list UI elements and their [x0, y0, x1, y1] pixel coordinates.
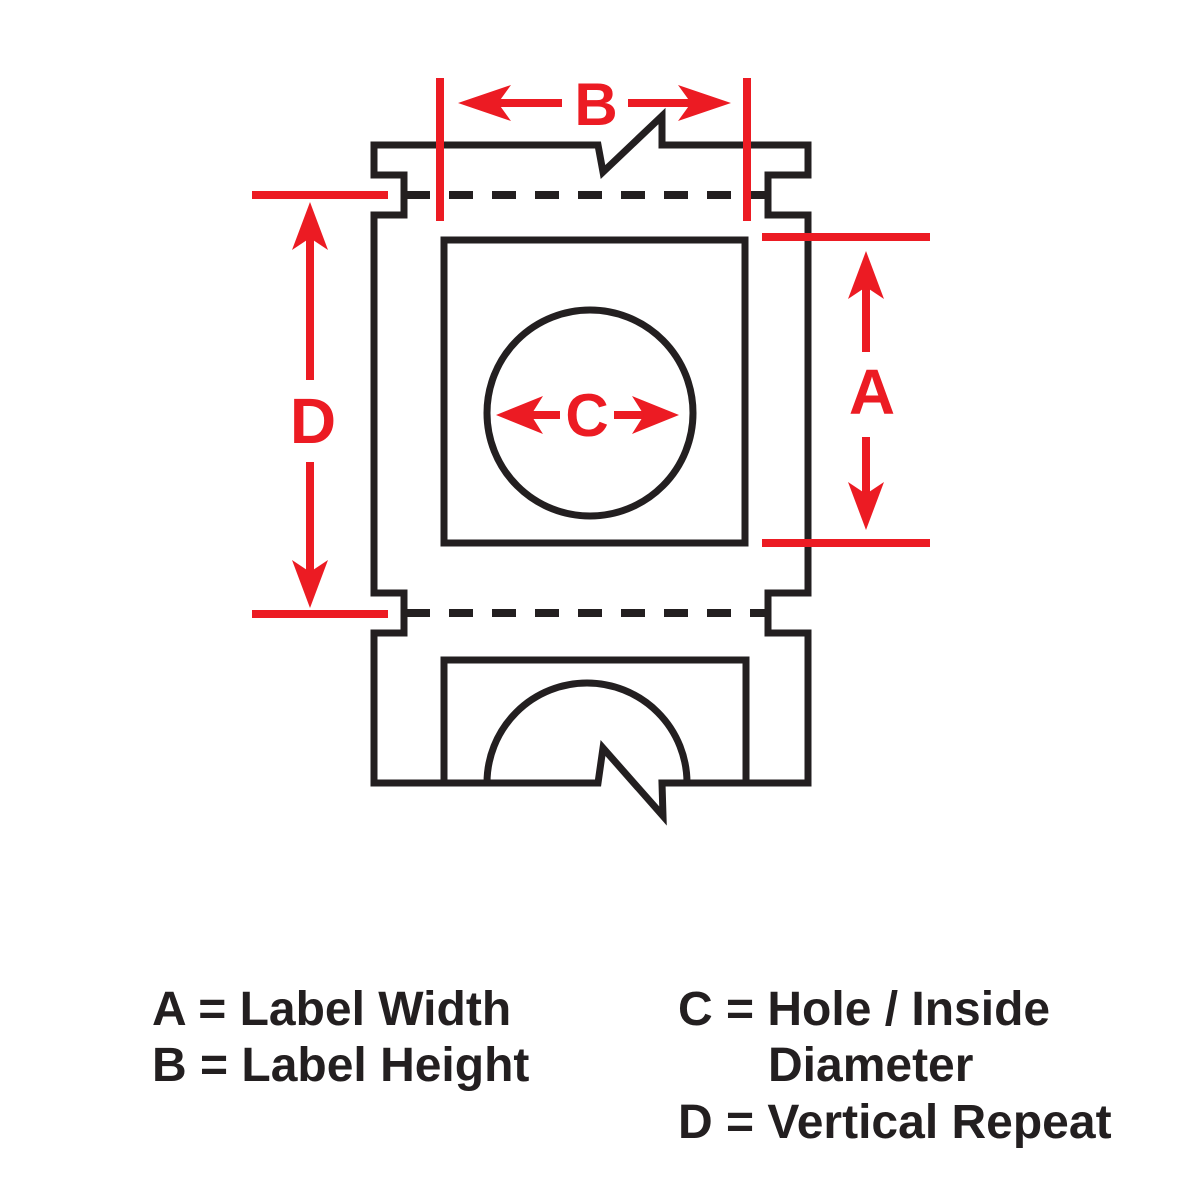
- c-arrowhead-right-icon: [632, 396, 679, 434]
- lower-label-hole-arc: [483, 679, 691, 784]
- legend-b-label-height: B = Label Height: [152, 1039, 530, 1092]
- b-dimension-label: B: [574, 71, 617, 138]
- dimension-d: D: [252, 191, 388, 618]
- a-arrowhead-down-icon: [848, 482, 884, 530]
- c-arrowhead-left-icon: [496, 396, 543, 434]
- tape-liner: [370, 107, 812, 826]
- lower-label-outline: [440, 656, 750, 783]
- d-arrowhead-up-icon: [292, 202, 328, 250]
- legend-c-diameter: Diameter: [768, 1039, 974, 1092]
- tape-outline: [370, 107, 812, 826]
- label-hole-circle: [483, 306, 697, 520]
- legend-a-label-width: A = Label Width: [152, 983, 512, 1036]
- dimension-b: B: [436, 71, 751, 221]
- d-arrowhead-down-icon: [292, 560, 328, 608]
- b-arrowhead-right-icon: [678, 85, 731, 121]
- d-dimension-label: D: [290, 385, 336, 457]
- dimension-a: A: [762, 233, 930, 547]
- legend-d-vertical-repeat: D = Vertical Repeat: [678, 1096, 1112, 1149]
- lower-label: [440, 656, 750, 784]
- upper-label: [440, 236, 749, 547]
- a-arrowhead-up-icon: [848, 251, 884, 299]
- legend-c-hole-inside: C = Hole / Inside: [678, 983, 1051, 1036]
- dimension-c: C: [496, 382, 679, 449]
- c-dimension-label: C: [565, 382, 608, 449]
- b-arrowhead-left-icon: [458, 85, 511, 121]
- upper-label-outline: [440, 236, 749, 547]
- a-dimension-label: A: [849, 356, 895, 428]
